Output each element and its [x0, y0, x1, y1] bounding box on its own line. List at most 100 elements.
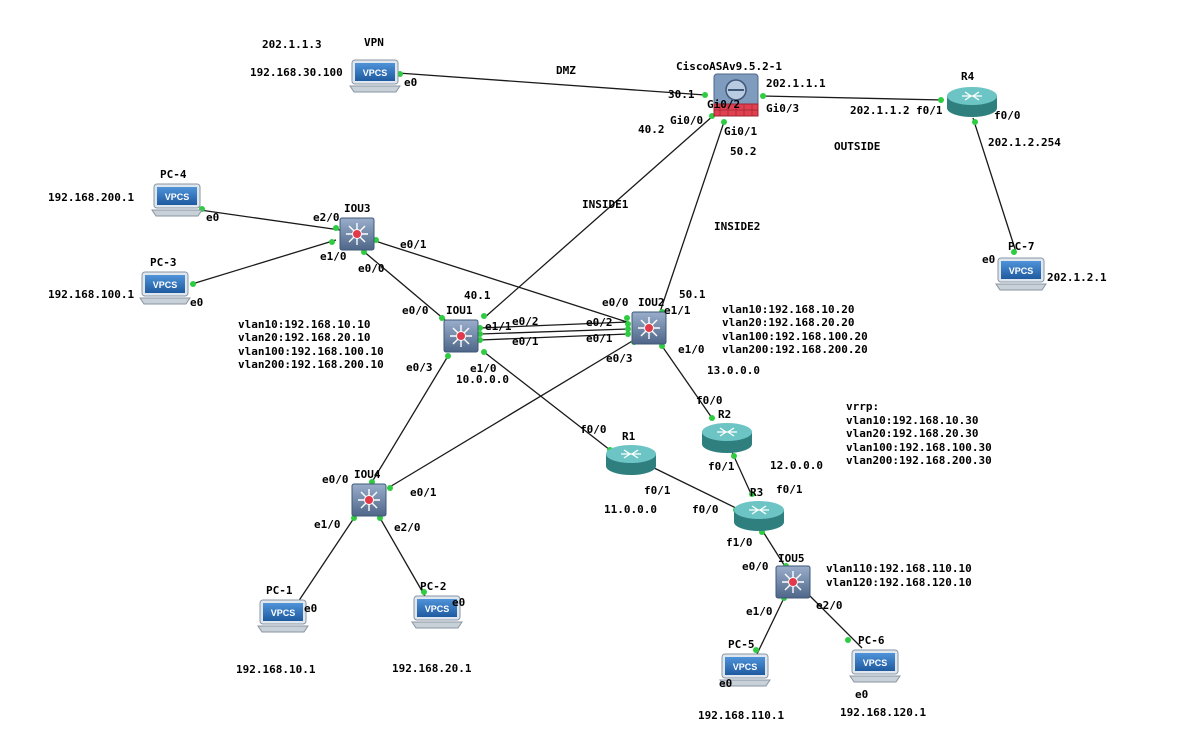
iou5-vlan-0: vlan110:192.168.110.10	[826, 562, 972, 575]
link-iou3-iou1[interactable]	[361, 249, 446, 321]
iou3-e20: e2/0	[313, 211, 340, 224]
link-asa-iou2[interactable]	[659, 121, 725, 313]
device-pc5[interactable]: VPCS	[719, 653, 771, 687]
link-r3-iou5[interactable]	[761, 529, 787, 569]
link-iou4-pc2[interactable]	[379, 517, 427, 599]
iou2-e10: e1/0	[678, 343, 705, 356]
pc1-ip: 192.168.10.1	[236, 663, 316, 676]
zone-dmz: DMZ	[556, 64, 576, 77]
iou2-e02: e0/2	[586, 316, 613, 329]
r1-f01: f0/1	[644, 484, 671, 497]
asa-gi03: Gi0/3	[766, 102, 799, 115]
device-pc2[interactable]: VPCS	[411, 595, 463, 629]
device-r4[interactable]	[947, 87, 997, 117]
link-iou1-iou2-b[interactable]	[479, 328, 629, 335]
device-iou2[interactable]	[631, 311, 667, 345]
device-pc4[interactable]: VPCS	[151, 183, 203, 217]
pc3-port: e0	[190, 296, 203, 309]
label-pc6: PC-6	[858, 634, 885, 647]
r3-f00: f0/0	[692, 503, 719, 516]
link-r1-r3[interactable]	[649, 465, 741, 511]
labels: VPN CiscoASAv9.5.2-1 R4 PC-7 PC-4 PC-3 I…	[48, 36, 1107, 722]
iou2-vlan-2: vlan100:192.168.100.20	[722, 330, 868, 343]
asa-outside-addr: 202.1.1.1	[766, 77, 826, 90]
device-iou4[interactable]	[351, 483, 387, 517]
iou2-vlan-3: vlan200:192.168.200.20	[722, 343, 868, 356]
pc6-ip: 192.168.120.1	[840, 706, 926, 719]
vpcs-icon-label: VPCS	[425, 604, 450, 614]
asa-40-addr: 40.2	[638, 123, 665, 136]
vpcs-icon-label: VPCS	[1009, 266, 1034, 276]
device-pc7[interactable]: VPCS	[995, 257, 1047, 291]
links	[191, 72, 1017, 657]
asa-gi02: Gi0/2	[707, 98, 740, 111]
label-pc4: PC-4	[160, 168, 187, 181]
link-r4-pc7[interactable]	[972, 117, 1017, 253]
vrrp-title: vrrp:	[846, 400, 879, 413]
iou2-e01: e0/1	[586, 332, 613, 345]
vpn-ip-public: 202.1.1.3	[262, 38, 322, 51]
vpcs-icon-label: VPCS	[363, 68, 388, 78]
device-vpn[interactable]: VPCS	[349, 59, 401, 93]
iou4-e01: e0/1	[410, 486, 437, 499]
link-asa-r4[interactable]	[761, 95, 944, 101]
pc2-ip: 192.168.20.1	[392, 662, 472, 675]
link-pc3-iou3[interactable]	[191, 239, 337, 285]
link-r2-r3[interactable]	[731, 451, 753, 497]
device-iou5[interactable]	[775, 565, 811, 599]
link-vpn-asa[interactable]	[397, 72, 706, 96]
link-iou5-pc5[interactable]	[755, 597, 785, 657]
asa-50-addr: 50.2	[730, 145, 757, 158]
vpn-port: e0	[404, 76, 417, 89]
device-r1[interactable]	[606, 445, 656, 475]
r4-lan-addr: 202.1.2.254	[988, 136, 1061, 149]
device-asa-firewall[interactable]	[713, 73, 759, 117]
link-pc4-iou3[interactable]	[199, 209, 341, 231]
iou1-e10: e1/0	[470, 362, 497, 375]
label-pc1: PC-1	[266, 584, 293, 597]
r4-f00: f0/0	[994, 109, 1021, 122]
asa-gi00: Gi0/0	[670, 114, 703, 127]
device-pc3[interactable]: VPCS	[139, 271, 191, 305]
label-iou3: IOU3	[344, 202, 371, 215]
label-vpn: VPN	[364, 36, 384, 49]
link-iou5-pc6[interactable]	[805, 591, 863, 649]
link-iou1-iou4[interactable]	[371, 355, 449, 483]
iou5-e20: e2/0	[816, 599, 843, 612]
link-iou2-iou4[interactable]	[387, 339, 635, 489]
device-iou1[interactable]	[443, 319, 479, 353]
iou4-e20: e2/0	[394, 521, 421, 534]
label-iou5: IOU5	[778, 552, 805, 565]
link-asa-iou1[interactable]	[483, 114, 715, 319]
iou1-e11: e1/1	[485, 320, 512, 333]
pc4-ip: 192.168.200.1	[48, 191, 134, 204]
label-r2: R2	[718, 408, 731, 421]
device-r3[interactable]	[734, 501, 784, 531]
link-iou1-iou2-c[interactable]	[479, 333, 629, 341]
link-iou4-pc1[interactable]	[293, 517, 355, 609]
vrrp-vlan-3: vlan200:192.168.200.30	[846, 454, 992, 467]
link-iou1-r1[interactable]	[483, 351, 611, 451]
label-pc5: PC-5	[728, 638, 755, 651]
link-iou1-iou2-a[interactable]	[479, 321, 629, 329]
zone-inside1: INSIDE1	[582, 198, 629, 211]
device-iou3[interactable]	[339, 217, 375, 251]
r4-f01: f0/1	[916, 104, 943, 117]
device-r2[interactable]	[702, 423, 752, 453]
pc4-port: e0	[206, 211, 219, 224]
zone-inside2: INSIDE2	[714, 220, 760, 233]
link-iou2-r2[interactable]	[661, 345, 713, 419]
iou4-e00: e0/0	[322, 473, 349, 486]
device-pc1[interactable]: VPCS	[257, 599, 309, 633]
vpcs-icon-label: VPCS	[733, 662, 758, 672]
pc1-port: e0	[304, 602, 317, 615]
net-10: 10.0.0.0	[456, 373, 509, 386]
iou5-e00: e0/0	[742, 560, 769, 573]
net-12: 12.0.0.0	[770, 459, 823, 472]
device-pc6[interactable]: VPCS	[849, 649, 901, 683]
iou2-vlan-1: vlan20:192.168.20.20	[722, 316, 854, 329]
r2-f01: f0/1	[708, 460, 735, 473]
label-iou2: IOU2	[638, 296, 665, 309]
link-iou3-iou2[interactable]	[371, 239, 628, 323]
